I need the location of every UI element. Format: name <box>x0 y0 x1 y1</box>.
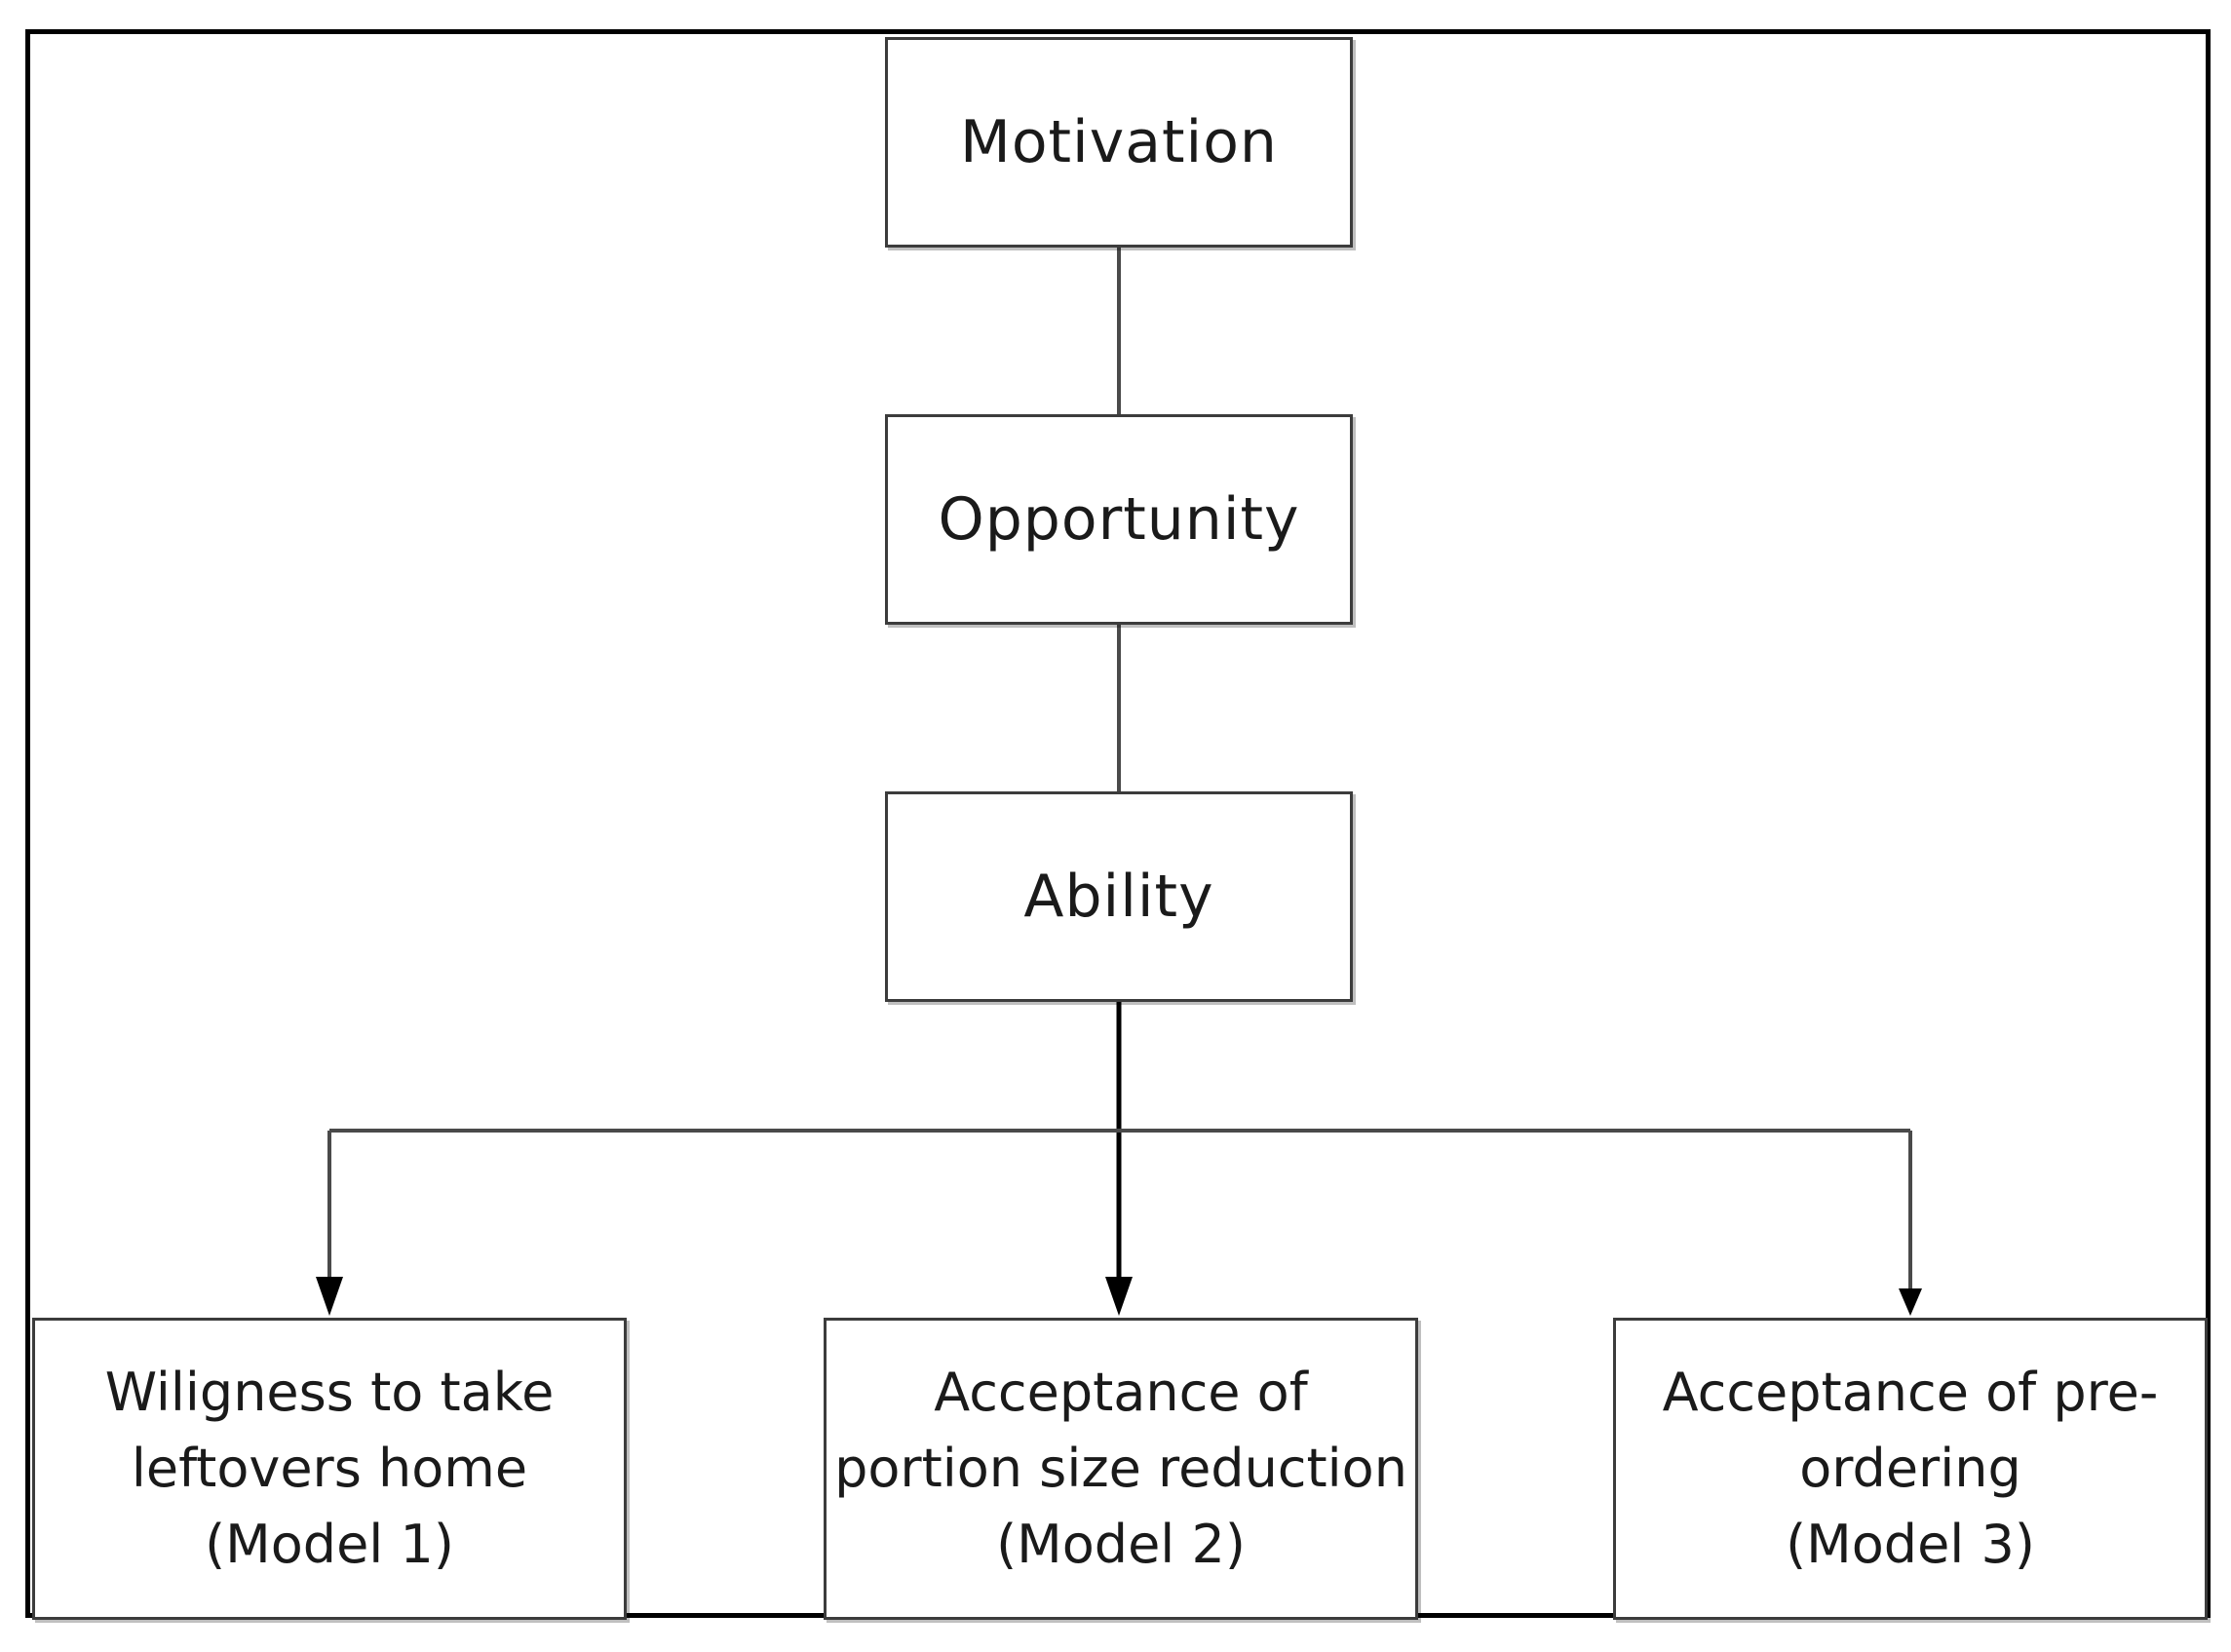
node-outcome-model-2: Acceptance of portion size reduction (Mo… <box>824 1318 1418 1620</box>
node-motivation-label: Motivation <box>960 108 1278 176</box>
node-opportunity-label: Opportunity <box>938 485 1300 554</box>
outcome-label-line: (Model 3) <box>1786 1514 2035 1575</box>
outcome-label-line: (Model 2) <box>996 1514 1246 1575</box>
outcome-label-line: portion size reduction <box>834 1438 1407 1499</box>
arrowhead-model1 <box>316 1277 343 1316</box>
outcome-label-line: Acceptance of pre- <box>1662 1362 2159 1423</box>
node-opportunity: Opportunity <box>885 414 1353 625</box>
node-ability: Ability <box>885 791 1353 1002</box>
outcome-label-line: Acceptance of <box>934 1362 1308 1423</box>
arrowhead-model2 <box>1105 1277 1133 1316</box>
node-motivation: Motivation <box>885 37 1353 248</box>
outcome-label-line: Wiligness to take <box>104 1362 555 1423</box>
node-outcome-model-1: Wiligness to take leftovers home (Model … <box>32 1318 627 1620</box>
outcome-label-line: (Model 1) <box>205 1514 454 1575</box>
arrowhead-model3 <box>1899 1288 1922 1316</box>
node-outcome-model-3: Acceptance of pre- ordering (Model 3) <box>1613 1318 2208 1620</box>
outcome-label-line: ordering <box>1799 1438 2021 1499</box>
node-ability-label: Ability <box>1023 863 1214 931</box>
outcome-label-line: leftovers home <box>131 1438 528 1499</box>
